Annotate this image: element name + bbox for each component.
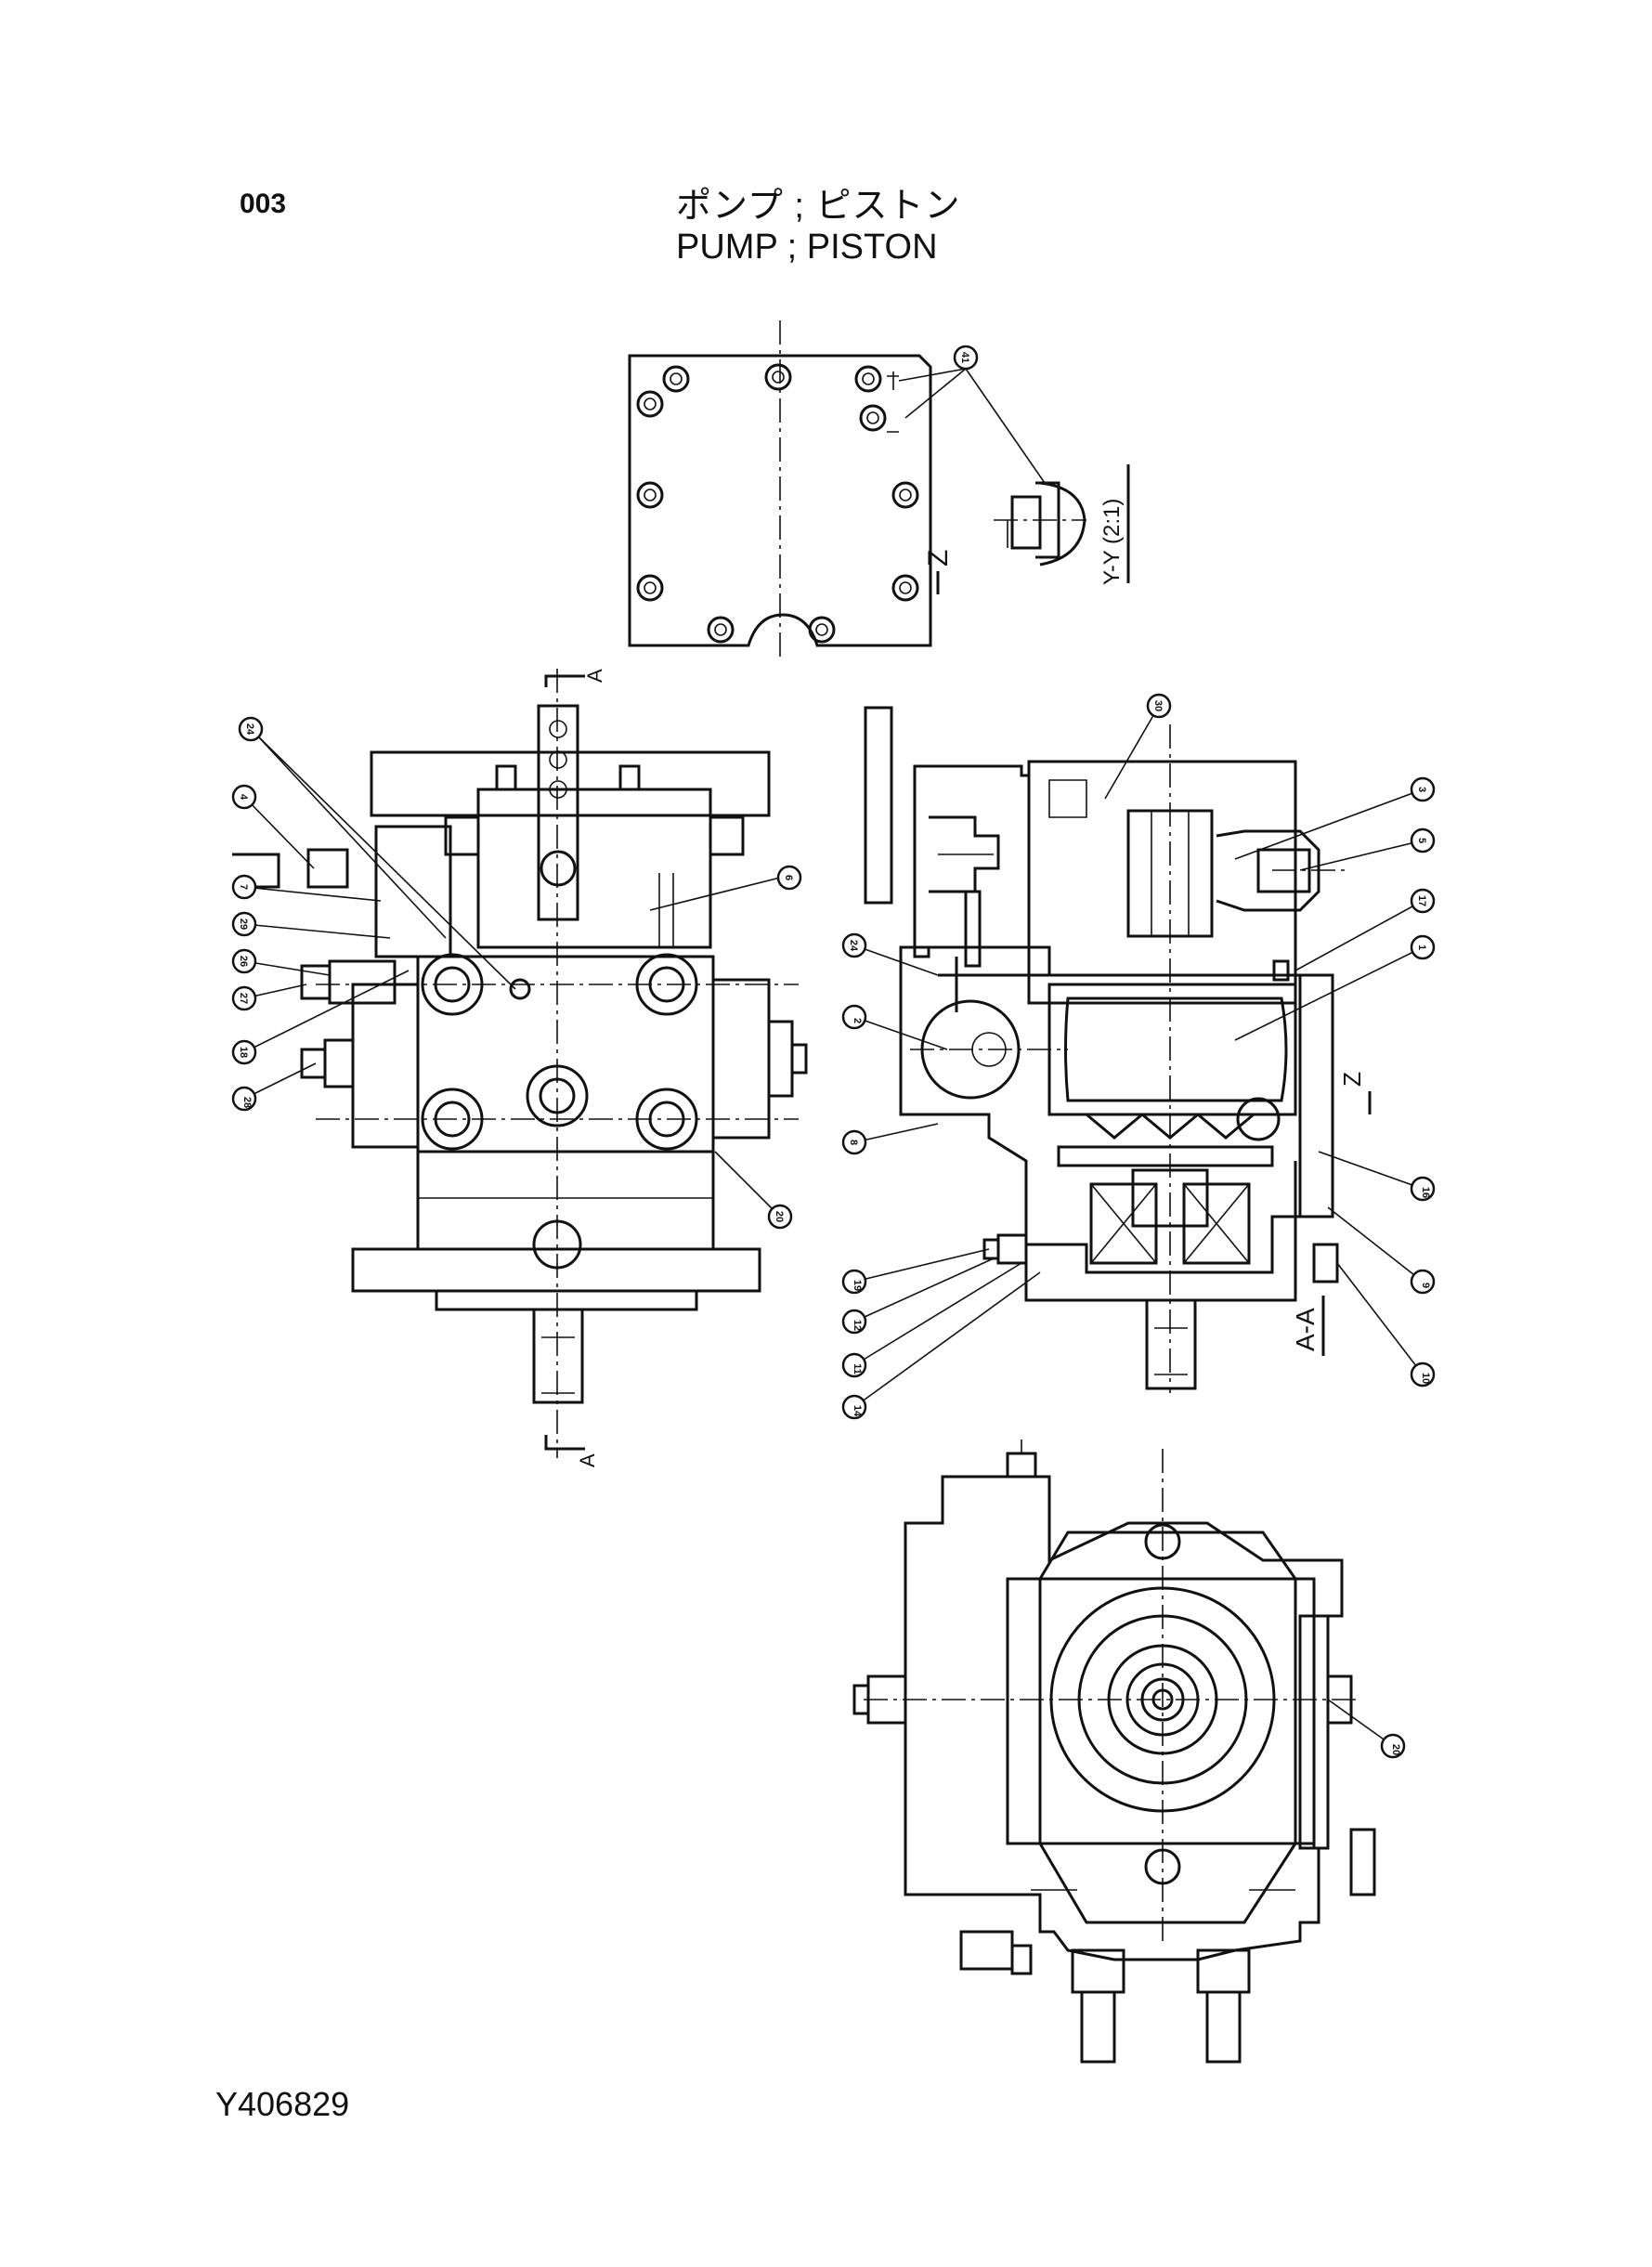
svg-text:16: 16 bbox=[1420, 1187, 1431, 1198]
svg-text:20: 20 bbox=[1390, 1744, 1401, 1755]
svg-text:20: 20 bbox=[774, 1211, 785, 1222]
callout-7: 7 bbox=[231, 874, 257, 900]
callout-14: 14 bbox=[841, 1394, 867, 1420]
title-japanese: ポンプ ; ピストン bbox=[676, 187, 961, 226]
callout-26: 26 bbox=[231, 948, 257, 974]
callout-17: 17 bbox=[1410, 888, 1436, 914]
title-english: PUMP ; PISTON bbox=[676, 228, 938, 267]
z-marker: Z bbox=[1338, 1072, 1366, 1087]
callout-19: 19 bbox=[841, 1269, 867, 1295]
callout-4: 4 bbox=[231, 784, 257, 810]
callout-41: 41 bbox=[953, 345, 979, 371]
svg-text:5: 5 bbox=[1416, 838, 1427, 843]
callout-11: 11 bbox=[841, 1352, 867, 1378]
callout-18a: 18 bbox=[231, 1039, 257, 1065]
svg-text:29: 29 bbox=[238, 919, 249, 930]
detail-y-y: Y-Y (2:1) bbox=[994, 464, 1130, 585]
drawing-number: Y406829 bbox=[215, 2085, 350, 2123]
callout-20b: 20 bbox=[1380, 1733, 1406, 1759]
svg-text:30: 30 bbox=[1152, 700, 1164, 711]
front-view: A A bbox=[232, 669, 808, 1467]
callout-8: 8 bbox=[841, 1129, 867, 1155]
svg-text:24: 24 bbox=[244, 723, 255, 736]
callouts: 41 24 4 7 29 26 27 18 28 6 20 30 3 5 17 … bbox=[231, 345, 1436, 1759]
svg-text:2: 2 bbox=[852, 1018, 863, 1023]
top-view: Z Y-Y (2:1) bbox=[628, 320, 1130, 659]
section-arrow-top: A bbox=[583, 669, 606, 683]
section-a-a: Z A-A bbox=[853, 705, 1424, 1408]
svg-text:1: 1 bbox=[1416, 945, 1427, 950]
svg-text:7: 7 bbox=[238, 884, 249, 890]
section-label: A-A bbox=[1291, 1308, 1320, 1351]
svg-text:19: 19 bbox=[852, 1280, 863, 1291]
svg-text:4: 4 bbox=[238, 794, 249, 801]
section-leaders bbox=[853, 705, 1424, 1408]
svg-text:10: 10 bbox=[1420, 1373, 1431, 1384]
svg-text:27: 27 bbox=[238, 993, 249, 1004]
detail-label: Y-Y (2:1) bbox=[1099, 499, 1125, 585]
svg-text:18: 18 bbox=[238, 1047, 249, 1058]
svg-text:26: 26 bbox=[238, 956, 249, 967]
svg-text:6: 6 bbox=[783, 875, 794, 880]
top-view-bolts bbox=[636, 363, 919, 644]
svg-text:24: 24 bbox=[848, 940, 859, 952]
callout-6a: 6 bbox=[776, 865, 802, 891]
callout-24b: 24 bbox=[841, 932, 867, 958]
callout-16: 16 bbox=[1410, 1176, 1436, 1202]
svg-text:41: 41 bbox=[959, 352, 970, 363]
callout-30: 30 bbox=[1146, 693, 1172, 719]
callout-10: 10 bbox=[1410, 1362, 1436, 1388]
svg-text:8: 8 bbox=[848, 1140, 859, 1145]
svg-text:17: 17 bbox=[1416, 895, 1427, 906]
callout-5: 5 bbox=[1410, 827, 1436, 853]
callout-28: 28 bbox=[231, 1086, 257, 1112]
callout-24a: 24 bbox=[238, 716, 264, 742]
section-pistons bbox=[1086, 1097, 1281, 1141]
svg-text:3: 3 bbox=[1416, 787, 1427, 792]
callout-27: 27 bbox=[231, 985, 257, 1011]
svg-text:28: 28 bbox=[241, 1097, 253, 1108]
callout-2: 2 bbox=[841, 1004, 867, 1030]
callout-9: 9 bbox=[1410, 1269, 1436, 1295]
svg-text:14: 14 bbox=[852, 1405, 863, 1417]
top-view-label: Z bbox=[923, 550, 954, 567]
page-number: 003 bbox=[240, 189, 287, 219]
rear-view bbox=[852, 1440, 1394, 2064]
svg-text:11: 11 bbox=[852, 1363, 863, 1375]
callout-12: 12 bbox=[841, 1309, 867, 1335]
callout-1: 1 bbox=[1410, 934, 1436, 960]
callout-3: 3 bbox=[1410, 776, 1436, 802]
front-view-leaders bbox=[243, 735, 781, 1218]
svg-text:12: 12 bbox=[852, 1320, 863, 1331]
callout-29: 29 bbox=[231, 911, 257, 937]
callout-20a: 20 bbox=[767, 1204, 793, 1230]
svg-text:9: 9 bbox=[1420, 1283, 1431, 1288]
section-arrow-bottom: A bbox=[576, 1453, 599, 1467]
